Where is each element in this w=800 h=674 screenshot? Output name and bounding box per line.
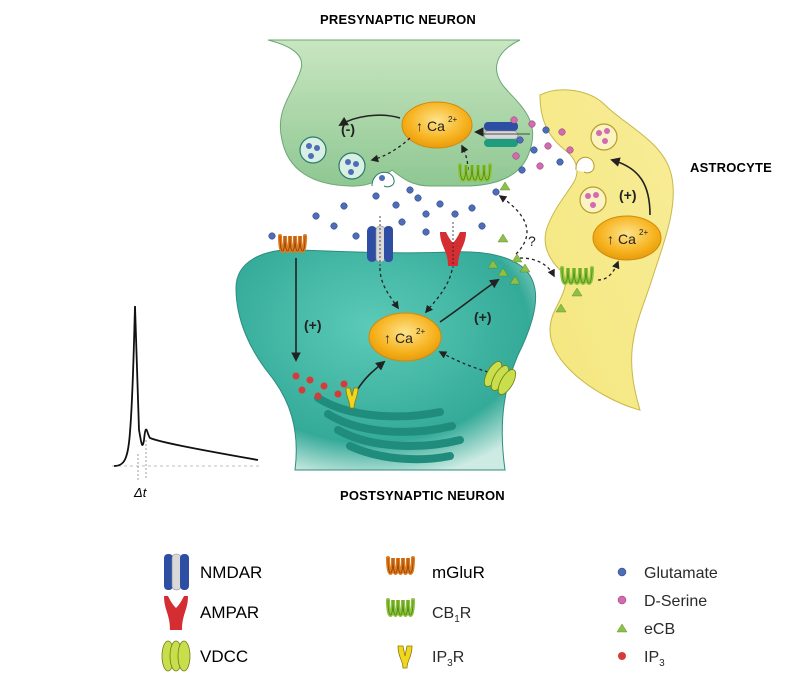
astrocyte-fusion-pore (575, 156, 595, 174)
mglur-plus-label: (+) (304, 317, 322, 333)
calcium-up-arrow: ↑ (384, 330, 391, 346)
question-mark: ? (528, 233, 536, 249)
legend-ip3r-icon (397, 645, 413, 669)
legend-nmdar-icon (164, 553, 189, 591)
presynaptic-vesicle (299, 136, 327, 164)
legend-vdcc-icon (161, 640, 191, 672)
ecb-to-astrocyte-arrow (519, 257, 555, 278)
legend-ecb-triangle (616, 623, 628, 633)
presynaptic-cb1r-icon (458, 163, 492, 182)
legend-cb1r-label: CB1R (432, 605, 471, 625)
postsynaptic-neuron (235, 249, 537, 471)
postsyn-plus-label: (+) (474, 309, 492, 325)
postsynaptic-calcium: ↑ Ca 2+ (368, 312, 442, 362)
astrocyte-ca-to-vesicle-arrow (610, 157, 651, 216)
postsynaptic-ampar-icon (440, 222, 466, 270)
legend-ecb-label: eCB (644, 621, 675, 638)
presynaptic-calcium: ↑ Ca 2+ (401, 101, 473, 149)
legend-ip3r-label: IP3R (432, 649, 464, 669)
legend-dserine-label: D-Serine (644, 593, 707, 610)
astrocyte-ca-label: Ca (618, 231, 636, 247)
legend-dserine-dot (617, 595, 627, 605)
svg-text:2+: 2+ (448, 115, 457, 124)
astrocyte-calcium: ↑ Ca 2+ (592, 215, 662, 261)
svg-text:2+: 2+ (639, 228, 648, 237)
er-ip3r-icon (345, 387, 359, 409)
ca-to-ecb-arrow (439, 278, 500, 323)
ca-to-vesicle-arrow (370, 137, 411, 163)
presynaptic-neuron-label: PRESYNAPTIC NEURON (320, 12, 476, 27)
legend-ampar-label: AMPAR (200, 603, 259, 622)
svg-text:2+: 2+ (416, 327, 425, 336)
legend-mglur-label: mGluR (432, 563, 485, 582)
presynaptic-ca-label: Ca (427, 118, 445, 134)
legend-vdcc-label: VDCC (200, 647, 248, 666)
legend-glutamate-dot (617, 567, 627, 577)
glutamate-dot (379, 175, 385, 181)
postsynaptic-nmdar-icon (367, 216, 393, 272)
postsynaptic-vdcc-icon (483, 361, 517, 395)
endoplasmic-reticulum (314, 394, 464, 464)
legend-ip3-dot (618, 652, 626, 660)
astrocyte-vesicle (579, 186, 607, 214)
delta-t-label: Δt (133, 485, 148, 500)
glutamate-dots (268, 126, 564, 240)
action-potential-trace (112, 305, 260, 480)
astrocyte-vesicle (590, 123, 618, 151)
presynaptic-vesicle (338, 152, 366, 180)
legend-mglur-icon (386, 556, 415, 575)
dserine-dots (510, 116, 574, 170)
ampar-to-ca-arrow (425, 269, 453, 314)
legend-nmdar-label: NMDAR (200, 563, 262, 582)
astrocyte-cb1r-to-ca-arrow (597, 260, 620, 281)
postsynaptic-neuron-label: POSTSYNAPTIC NEURON (340, 488, 505, 503)
ecb-triangles (487, 181, 583, 313)
mglur-icon (278, 234, 307, 253)
ecb-to-presyn-arrow (498, 195, 528, 255)
astrocyte-plus-label: (+) (619, 187, 637, 203)
inhibition-arrow (338, 114, 401, 126)
legend-ip3-label: IP3 (644, 649, 665, 669)
calcium-up-arrow: ↑ (416, 118, 423, 134)
legend-cb1r-icon (386, 598, 415, 617)
presynaptic-nmdar-icon (480, 122, 530, 147)
postsynaptic-ca-label: Ca (395, 330, 413, 346)
astrocyte-label: ASTROCYTE (690, 160, 772, 175)
calcium-up-arrow: ↑ (607, 231, 614, 247)
legend-glutamate-label: Glutamate (644, 565, 718, 582)
presynaptic-neuron (267, 39, 534, 187)
legend-ampar-icon (164, 596, 188, 630)
ip3-dots (292, 372, 348, 400)
astrocyte-cb1r-icon (560, 266, 594, 285)
legend: NMDAR AMPAR VDCC mGluR CB1R IP3R (161, 553, 718, 672)
